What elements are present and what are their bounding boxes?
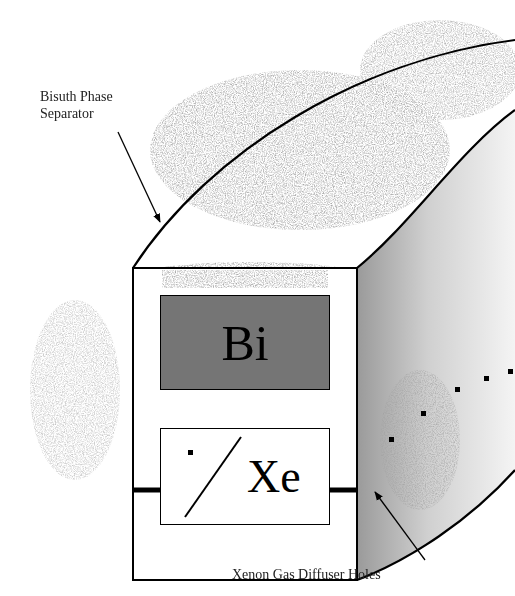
xe-feed-left [133,488,160,493]
outer-arc [133,40,515,268]
xenon-chamber: Xe [160,428,330,525]
bottom-arc [357,470,515,580]
xe-feed-right [330,488,357,493]
leader-line [375,492,425,560]
cross-section [133,268,357,580]
part-label: Bisuth Phase Separator [40,88,152,122]
bismuth-chamber: Bi [160,295,330,390]
leader-line [118,132,160,222]
chamber-label: Bi [221,314,268,372]
torus-side-face [357,110,515,580]
valve-symbol [161,429,329,524]
inner-arc [357,110,515,268]
part-label: Xenon Gas Diffuser Holes [232,566,381,583]
diffuser-holes [389,369,513,442]
chamber-label: Xe [247,450,301,503]
